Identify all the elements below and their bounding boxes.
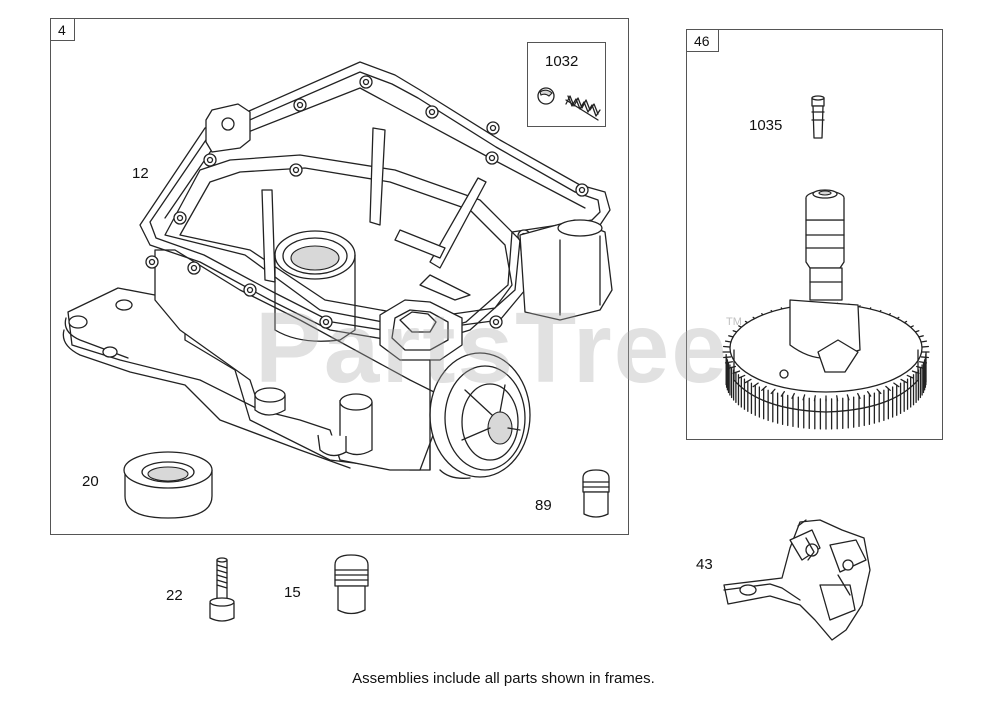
oil-seal-drawing xyxy=(123,451,213,519)
frame-tag-4: 4 xyxy=(51,19,75,41)
assembly-frame-1032 xyxy=(527,42,606,127)
part-label-43: 43 xyxy=(696,556,713,573)
part-label-15: 15 xyxy=(284,584,301,601)
plug-89-drawing xyxy=(582,469,610,518)
part-label-89: 89 xyxy=(535,497,552,514)
part-label-22: 22 xyxy=(166,587,183,604)
part-label-12: 12 xyxy=(132,165,149,182)
bolt-22-drawing xyxy=(209,557,235,622)
plug-15-drawing xyxy=(334,554,369,615)
assembly-frame-46 xyxy=(686,29,943,440)
camshaft-gear-drawing xyxy=(722,189,930,430)
frame-tag-46: 46 xyxy=(687,30,719,52)
assemblies-caption: Assemblies include all parts shown in fr… xyxy=(352,670,655,687)
assembly-frame-4 xyxy=(50,18,629,535)
part-label-20: 20 xyxy=(82,473,99,490)
sump-cover-drawing xyxy=(62,61,613,479)
part-label-1035: 1035 xyxy=(749,117,783,134)
frame-label-1032: 1032 xyxy=(545,53,579,70)
pin-1035-drawing xyxy=(811,95,825,139)
watermark-trademark: TM xyxy=(726,316,742,328)
check-ball-spring-drawing xyxy=(537,87,601,121)
governor-bracket-drawing xyxy=(723,519,871,641)
